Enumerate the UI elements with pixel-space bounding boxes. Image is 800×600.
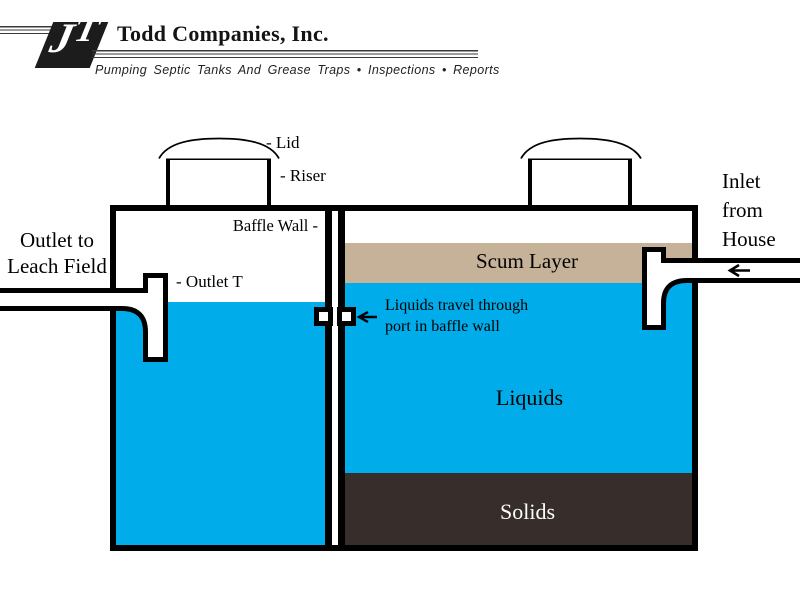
- inlet-house-line1: Inlet: [722, 169, 761, 193]
- left-lid-icon: [158, 137, 280, 159]
- baffle-wall-right-panel: [338, 211, 345, 545]
- inlet-house-line3: House: [722, 227, 776, 251]
- scum-layer-label: Scum Layer: [475, 249, 579, 273]
- port-note-line1: Liquids travel through: [385, 297, 529, 314]
- riser-callout: - Riser: [280, 166, 326, 185]
- left-riser: [166, 157, 271, 205]
- solids-layer: [345, 473, 692, 545]
- inlet-house-label: Inlet from House: [722, 167, 776, 254]
- baffle-wall-left-panel: [325, 211, 332, 545]
- decorative-lines-left: [0, 26, 58, 35]
- baffle-port-right: [337, 307, 356, 326]
- outlet-tee-callout: - Outlet T: [176, 272, 243, 291]
- tank-outline: [110, 205, 698, 551]
- inlet-flow-arrow-icon: [727, 263, 750, 278]
- baffle-wall-callout: Baffle Wall -: [232, 216, 318, 235]
- decorative-lines-under-title: [92, 50, 478, 59]
- solids-label: Solids: [499, 499, 556, 524]
- scum-layer: [345, 243, 692, 283]
- baffle-port-left: [314, 307, 333, 326]
- outlet-leach-field-line1: Outlet to: [19, 228, 95, 252]
- port-note: Liquids travel through port in baffle wa…: [385, 295, 528, 337]
- right-lid-icon: [520, 137, 642, 159]
- port-note-line2: port in baffle wall: [385, 318, 500, 335]
- right-compartment-liquid: [345, 283, 692, 473]
- lid-callout: - Lid: [266, 133, 300, 152]
- company-tagline: Pumping Septic Tanks And Grease Traps • …: [95, 63, 500, 77]
- inlet-house-line2: from: [722, 198, 763, 222]
- outlet-leach-field-line2: Leach Field: [7, 254, 107, 278]
- right-riser: [528, 157, 632, 205]
- company-name: Todd Companies, Inc.: [117, 21, 329, 46]
- outlet-leach-field-label: Outlet to Leach Field: [0, 227, 116, 279]
- liquids-label: Liquids: [495, 385, 564, 410]
